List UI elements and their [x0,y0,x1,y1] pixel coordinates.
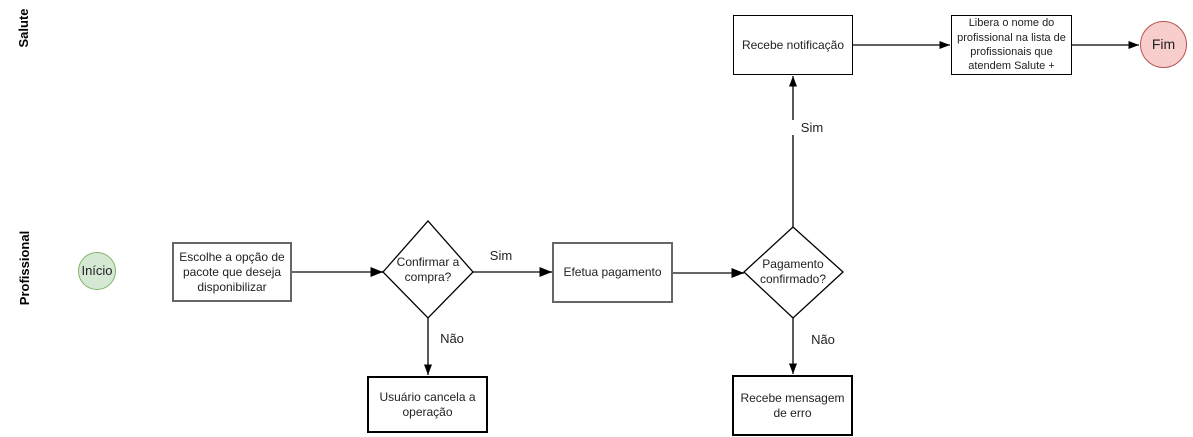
task-release-name: Libera o nome do profissional na lista d… [951,15,1072,75]
task-choose-package: Escolhe a opção de pacote que deseja dis… [172,242,292,302]
task-user-cancels: Usuário cancela a operação [367,376,488,433]
start-event: Início [78,252,116,290]
decision-confirm-purchase-shape [382,220,474,319]
task-error-message: Recebe mensagem de erro [732,375,853,436]
edge-label-payment-yes: Sim [792,120,832,135]
edge-label-confirm-no: Não [432,331,472,346]
task-receive-notification: Recebe notificação [733,15,853,75]
decision-confirm-purchase-label: Confirmar a compra? [396,255,460,284]
decision-payment-confirmed-label: Pagamento confirmado? [759,257,827,286]
end-event: Fim [1140,21,1187,68]
task-make-payment: Efetua pagamento [552,242,673,303]
edge-label-payment-no: Não [803,332,843,347]
lane-label-salute: Salute [15,8,31,48]
decision-payment-confirmed-shape [743,226,844,319]
edge-label-confirm-yes: Sim [481,248,521,263]
lane-label-profissional: Profissional [16,230,32,306]
